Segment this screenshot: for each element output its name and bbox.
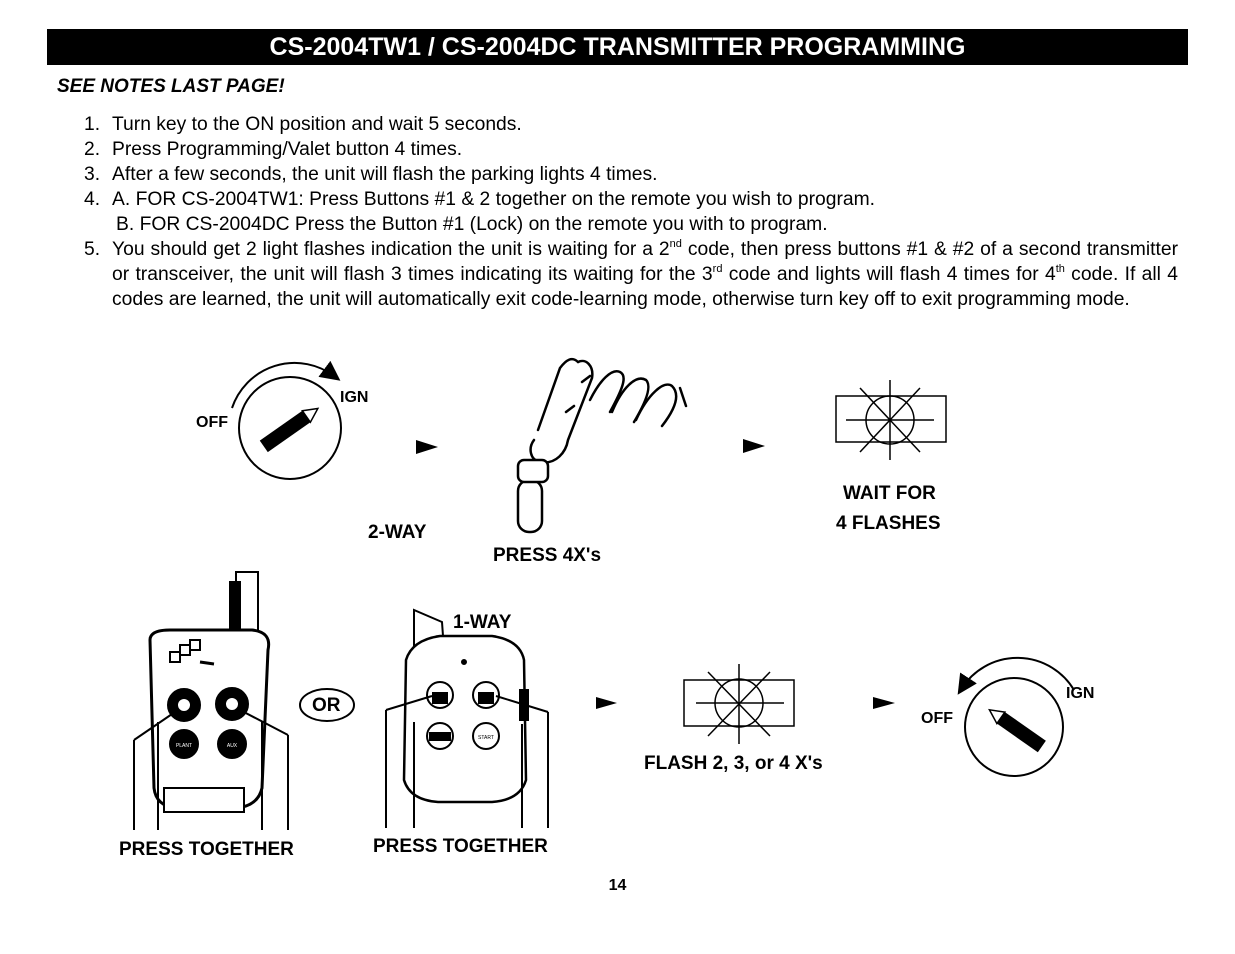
step-text: B. FOR CS-2004DC Press the Button #1 (Lo… xyxy=(116,214,828,235)
ignition-key-icon xyxy=(231,360,342,480)
arrow-icon xyxy=(596,697,617,709)
remote-button-label: AUX xyxy=(227,743,238,749)
flash-count-label: FLASH 2, 3, or 4 X's xyxy=(644,753,823,774)
step-number: 2. xyxy=(84,139,101,160)
press-4x-label: PRESS 4X's xyxy=(493,545,602,566)
flashing-light-icon xyxy=(683,664,795,744)
step-text: A. FOR CS-2004TW1: Press Buttons #1 & 2 … xyxy=(112,189,876,210)
arrow-icon xyxy=(743,439,765,453)
page-title: CS-2004TW1 / CS-2004DC TRANSMITTER PROGR… xyxy=(47,29,1188,65)
step-1: 1. Turn key to the ON position and wait … xyxy=(84,112,1178,137)
flashing-light-icon xyxy=(835,380,947,460)
key-off-label: OFF xyxy=(921,710,953,727)
key-ign-label: IGN xyxy=(340,389,369,406)
instruction-list: 1. Turn key to the ON position and wait … xyxy=(84,112,1178,312)
step-text: Press Programming/Valet button 4 times. xyxy=(112,139,463,160)
step-number: 3. xyxy=(84,164,101,185)
one-way-label: 1-WAY xyxy=(453,612,512,633)
two-way-remote-icon xyxy=(133,571,289,830)
step-number: 4. xyxy=(84,189,101,210)
step-text: Turn key to the ON position and wait 5 s… xyxy=(112,114,522,135)
wait-for-label: WAIT FOR xyxy=(843,483,936,504)
arrow-icon xyxy=(873,697,895,709)
or-label: OR xyxy=(312,695,341,716)
step-4b: B. FOR CS-2004DC Press the Button #1 (Lo… xyxy=(84,212,1178,237)
press-together-label: PRESS TOGETHER xyxy=(119,839,294,860)
two-way-label: 2-WAY xyxy=(368,522,427,543)
page-number: 14 xyxy=(608,877,627,894)
finger-press-icon xyxy=(516,357,688,534)
step-text: You should get 2 light flashes indicatio… xyxy=(112,238,1178,311)
step-5: 5. You should get 2 light flashes indica… xyxy=(84,237,1178,312)
or-bubble xyxy=(299,688,355,722)
key-off-label: OFF xyxy=(196,414,228,431)
step-4: 4. A. FOR CS-2004TW1: Press Buttons #1 &… xyxy=(84,187,1178,212)
press-together-label: PRESS TOGETHER xyxy=(373,836,548,857)
step-number: 1. xyxy=(84,114,101,135)
notes-reference: SEE NOTES LAST PAGE! xyxy=(57,76,285,97)
arrow-icon xyxy=(416,440,438,454)
step-text: After a few seconds, the unit will flash… xyxy=(112,164,658,185)
four-flashes-label: 4 FLASHES xyxy=(836,513,941,534)
ignition-key-icon xyxy=(957,656,1075,777)
remote-button-label: PLANT xyxy=(176,743,192,749)
step-2: 2. Press Programming/Valet button 4 time… xyxy=(84,137,1178,162)
key-ign-label: IGN xyxy=(1066,685,1095,702)
step-3: 3. After a few seconds, the unit will fl… xyxy=(84,162,1178,187)
step-number: 5. xyxy=(84,239,101,260)
remote-button-label: START xyxy=(478,735,494,741)
one-way-remote-icon xyxy=(385,608,549,828)
